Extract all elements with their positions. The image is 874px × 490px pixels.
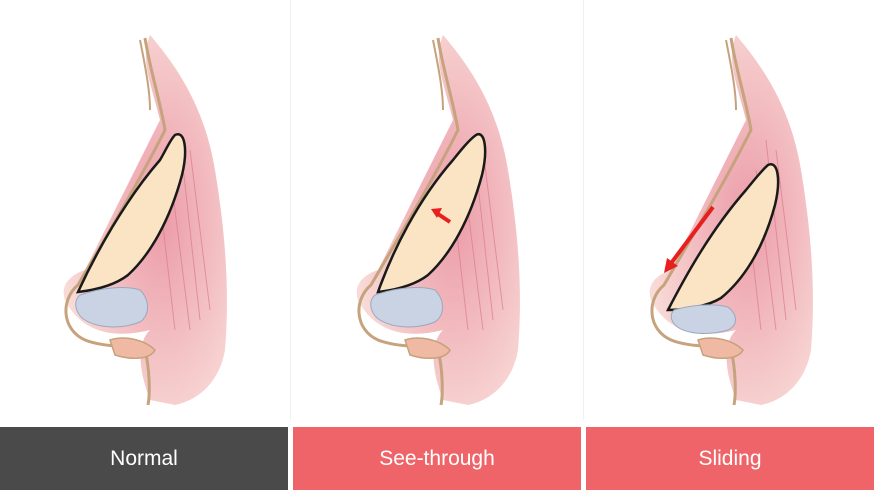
panel-normal: Normal — [0, 0, 288, 490]
caption-label: Normal — [110, 446, 178, 470]
nose-illustration-normal — [63, 35, 227, 406]
arrow-up-left-icon — [431, 208, 452, 224]
panel-sliding: Sliding — [586, 0, 874, 490]
nose-illustration-sliding — [649, 35, 813, 406]
panel-see-through: See-through — [293, 0, 581, 490]
caption-label: See-through — [379, 446, 495, 470]
caption-normal: Normal — [0, 427, 288, 490]
caption-sliding: Sliding — [586, 427, 874, 490]
nostril — [109, 337, 156, 360]
caption-label: Sliding — [698, 446, 762, 470]
cartilage — [670, 304, 736, 334]
implant — [75, 133, 187, 294]
cartilage — [370, 287, 443, 328]
divider — [583, 0, 584, 420]
nose-illustration-see-through — [356, 35, 520, 406]
cartilage — [75, 287, 148, 328]
nostril — [697, 337, 744, 360]
arrow-down-left-icon — [664, 205, 715, 273]
caption-see-through: See-through — [293, 427, 581, 490]
implant — [376, 133, 487, 294]
divider — [290, 0, 291, 420]
nostril — [404, 337, 451, 360]
